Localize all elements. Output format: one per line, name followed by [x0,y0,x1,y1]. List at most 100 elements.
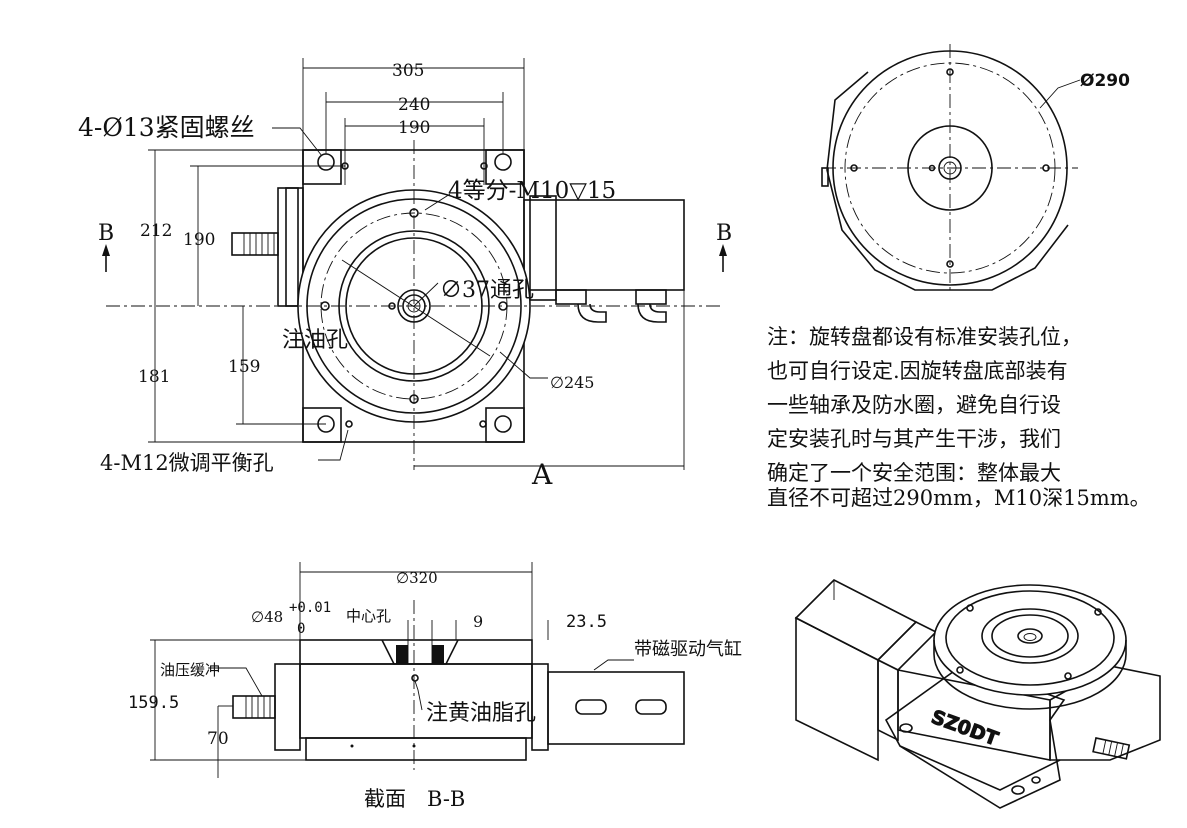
iso-table-ring-3 [991,614,1069,658]
iso-block-front [877,658,899,742]
view-a-hole-top [946,68,954,76]
dim-240-label: 240 [398,95,430,115]
iso-base-hole-2 [1011,785,1025,795]
iso-hole-1 [966,604,974,612]
note-line-6: 直径不可超过290mm，M10深15mm。 [767,486,1151,510]
section-table [299,639,533,665]
section-buffer-thread [245,696,271,718]
view-a-hole-bottom [946,260,954,268]
isometric-view: SZ0DT [794,579,1161,809]
view-a: Ø290 [821,44,1130,292]
view-a-tab [821,167,829,187]
iso-hole-3 [1064,672,1072,680]
grease-hole-label: 注黄油脂孔 [426,701,536,726]
note-line-2: 也可自行设定.因旋转盘底部装有 [767,359,1068,383]
cylinder-label: 带磁驱动气缸 [634,638,742,660]
section-center-bore [381,639,459,665]
iso-base-hole-3 [1031,776,1041,784]
adj-hole-bl [345,420,353,428]
dim-290-label: Ø290 [1080,71,1130,91]
leader-grease [414,680,423,711]
leader-fix-screws [272,127,323,157]
dim-23-5-label: 23.5 [566,612,607,632]
dia-line [341,259,491,357]
dim-48-label: ∅48 [251,608,283,626]
iso-center-hole [1017,628,1043,644]
section-title: 截面 B-B [364,787,465,811]
leader-m10 [424,193,451,211]
iso-hole-2 [1094,608,1102,616]
fitting-1 [577,303,607,323]
center-hole-label: 中心孔 [346,607,391,625]
dim-190-left-label: 190 [183,230,215,250]
section-base [305,737,527,761]
iso-table-ring-1 [945,590,1115,686]
leader-cylinder [593,659,634,671]
section-hatch-l [396,645,408,664]
section-arrowhead-right [719,244,727,256]
dim-212-label: 212 [140,221,172,241]
adjust-holes-label: 4-M12微调平衡孔 [100,451,274,475]
section-left-housing [274,663,301,751]
corner-lug-tr [485,149,525,185]
through-hole-label: ∅37通孔 [440,278,534,303]
top-view [102,58,727,470]
section-slot-2 [635,699,667,715]
oil-hole-label: 注油孔 [282,328,348,353]
adj-hole-br [479,420,487,428]
section-hatch-r [432,645,444,664]
leader-290 [1039,79,1081,109]
dim-245-label: ∅245 [550,373,594,392]
oil-buffer-label: 油压缓冲 [160,661,220,679]
leader-oil-buffer [208,667,263,697]
iso-screw-thread [1102,739,1124,758]
dim-190-top-label: 190 [398,118,430,138]
dim-9-label: 9 [473,612,483,631]
grease-hole [411,674,419,682]
section-arrowhead-left [102,244,110,256]
iso-hole-4 [956,666,964,674]
note-line-5: 确定了一个安全范围：整体最大 [767,461,1061,485]
iso-cyl-front [795,616,879,762]
iso-base-hole-1 [899,723,913,733]
cylinder-port-1 [555,289,587,305]
iso-table-top [933,584,1127,696]
cylinder-flange [529,195,557,301]
leader-245 [499,351,548,379]
buffer-thread [243,233,275,255]
dim-320-label: ∅320 [396,569,438,587]
view-a-small-hole [928,164,936,172]
iso-adjust-screw [1092,737,1131,760]
tol-lower-label: 0 [297,621,305,637]
view-a-outline [826,71,1069,291]
cylinder-port-2 [635,289,667,305]
fix-hole-br [494,415,512,433]
dim-70-label: 70 [207,729,229,749]
iso-table-ring-2 [981,608,1079,664]
section-b-left: B [98,221,114,246]
corner-lug-tl [302,149,342,185]
dim-305-label: 305 [392,61,424,81]
m10-hole-left [320,301,330,311]
corner-lug-bl [302,407,342,443]
section-b-right: B [716,221,732,246]
through-hole-leader-in [413,282,439,307]
top-view-labels: 305 240 190 212 190 181 159 ∅245 4-Ø13紧固… [78,61,732,491]
note-line-4: 定安装孔时与其产生干涉，我们 [767,427,1061,451]
note-line-1: 注：旋转盘都设有标准安装孔位， [767,325,1082,349]
fix-hole-tr [494,153,512,171]
buffer-screw [231,232,279,256]
corner-lug-br [485,407,525,443]
iso-block-top [876,621,938,671]
fitting-2 [637,303,667,323]
left-housing-inner [285,187,299,307]
tol-upper-label: +0.01 [289,600,331,616]
view-a-hole-right [1042,164,1050,172]
leader-adjust-holes [318,429,349,461]
fix-screws-label: 4-Ø13紧固螺丝 [78,113,255,142]
dim-181-label: 181 [138,367,170,387]
fix-hole-tl [317,153,335,171]
iso-center-core [1023,633,1037,641]
section-dot-1 [350,744,354,748]
iso-table-side [933,640,1127,710]
